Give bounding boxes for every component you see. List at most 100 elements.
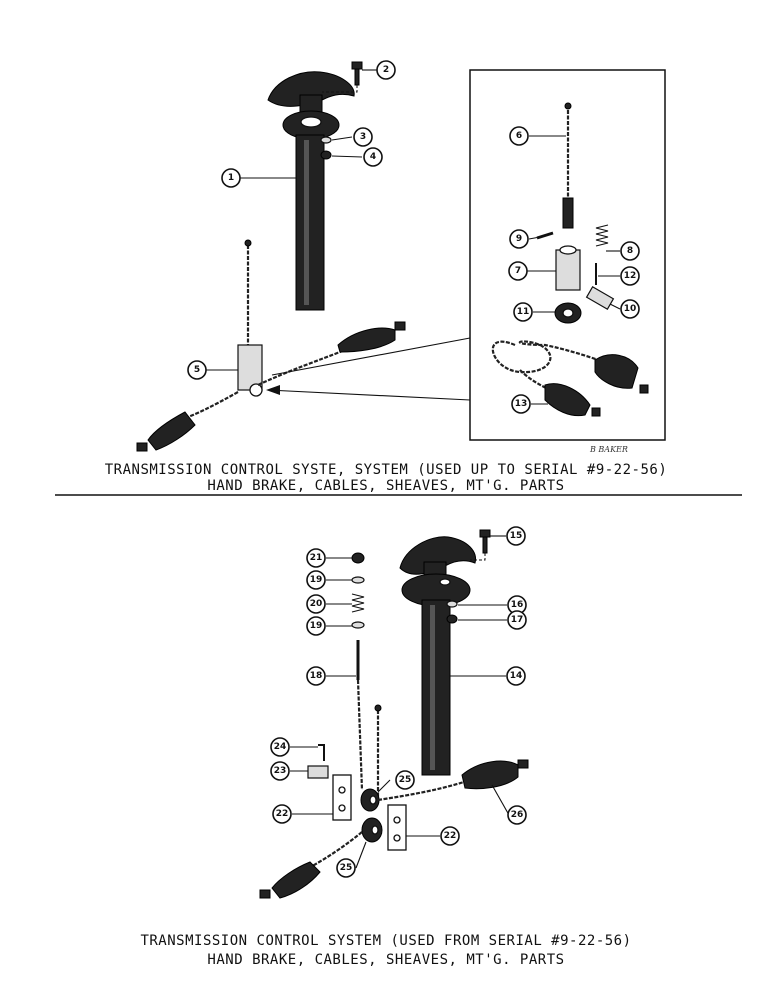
- cable-end-fitting: [461, 760, 519, 790]
- svg-text:2: 2: [383, 65, 389, 75]
- callout-2: 2: [376, 60, 396, 80]
- control-shaft: [421, 599, 451, 776]
- sleeve-23: [307, 765, 329, 779]
- nut-21: [351, 552, 365, 564]
- cable-end-fitting: [271, 861, 321, 899]
- callout-7: 7: [508, 261, 528, 281]
- artist-signature: B BAKER: [589, 445, 628, 454]
- washer-19: [351, 621, 365, 629]
- bracket-22: [387, 804, 407, 851]
- callout-11: 11: [513, 302, 533, 322]
- cable-26: [377, 778, 471, 802]
- callout-19a: 19: [306, 570, 326, 590]
- svg-text:4: 4: [370, 152, 376, 162]
- callout-25b: 25: [336, 858, 356, 878]
- rod-ferrule: [562, 197, 574, 229]
- svg-text:8: 8: [627, 246, 633, 256]
- bottom-hand-brake-assembly: [259, 529, 529, 899]
- svg-text:25: 25: [340, 863, 353, 873]
- washer-19: [351, 576, 365, 584]
- svg-text:3: 3: [360, 132, 366, 142]
- bolt-head: [479, 529, 491, 538]
- callout-22b: 22: [440, 826, 460, 846]
- svg-text:12: 12: [624, 271, 637, 281]
- callout-6: 6: [509, 126, 529, 146]
- svg-text:1: 1: [228, 173, 234, 183]
- callout-3: 3: [353, 127, 373, 147]
- callout-26: 26: [507, 805, 527, 825]
- svg-text:9: 9: [516, 234, 522, 244]
- clevis: [237, 344, 263, 391]
- svg-text:21: 21: [310, 553, 323, 563]
- nut: [320, 150, 332, 160]
- callout-20: 20: [306, 594, 326, 614]
- callout-12: 12: [620, 266, 640, 286]
- bottom-leader-lines: [290, 535, 510, 869]
- svg-text:13: 13: [515, 399, 528, 409]
- callout-10: 10: [620, 299, 640, 319]
- svg-text:23: 23: [274, 766, 287, 776]
- svg-text:19: 19: [310, 621, 323, 631]
- handle-hub: [299, 94, 323, 114]
- bracket-22: [332, 774, 352, 821]
- svg-text:24: 24: [274, 742, 287, 752]
- svg-text:15: 15: [510, 531, 523, 541]
- detail-inset-box: [266, 69, 666, 441]
- top-hand-brake-assembly: [136, 61, 406, 452]
- svg-text:18: 18: [310, 671, 323, 681]
- cable-end-fitting: [337, 327, 396, 353]
- cable-end-fitting: [544, 383, 591, 417]
- washer: [446, 600, 458, 608]
- callout-25a: 25: [395, 770, 415, 790]
- svg-text:17: 17: [511, 615, 524, 625]
- callout-19b: 19: [306, 616, 326, 636]
- svg-text:10: 10: [624, 304, 637, 314]
- sleeve: [585, 285, 615, 311]
- callout-13: 13: [511, 394, 531, 414]
- svg-text:19: 19: [310, 575, 323, 585]
- bolt-shank: [482, 536, 488, 554]
- cable-right: [257, 348, 346, 386]
- spring-20: [351, 593, 365, 613]
- cable-end-fitting: [594, 354, 639, 389]
- cable-left: [179, 391, 239, 422]
- washer: [320, 136, 332, 144]
- callout-5: 5: [187, 360, 207, 380]
- top-caption-line1: TRANSMISSION CONTROL SYSTE, SYSTEM (USED…: [104, 462, 668, 478]
- callout-9: 9: [509, 229, 529, 249]
- svg-text:20: 20: [310, 599, 323, 609]
- bolt-shank: [354, 68, 360, 86]
- top-leader-lines: [206, 69, 621, 405]
- callout-22a: 22: [272, 804, 292, 824]
- svg-text:11: 11: [517, 307, 530, 317]
- detail-clevis: [555, 249, 581, 291]
- svg-text:22: 22: [444, 831, 457, 841]
- nut: [446, 614, 458, 624]
- callout-4: 4: [363, 147, 383, 167]
- svg-text:14: 14: [510, 671, 523, 681]
- callout-8: 8: [620, 241, 640, 261]
- callout-15: 15: [506, 526, 526, 546]
- sheave: [249, 383, 263, 397]
- control-shaft: [295, 134, 325, 311]
- svg-text:5: 5: [194, 365, 200, 375]
- callout-23: 23: [270, 761, 290, 781]
- rod-18: [356, 679, 364, 791]
- svg-text:26: 26: [511, 810, 524, 820]
- callout-1: 1: [221, 168, 241, 188]
- cable-end-fitting: [147, 411, 196, 451]
- callout-17: 17: [507, 610, 527, 630]
- callout-14: 14: [506, 666, 526, 686]
- bottom-caption-line1: TRANSMISSION CONTROL SYSTEM (USED FROM S…: [140, 933, 632, 949]
- callout-24: 24: [270, 737, 290, 757]
- bottom-caption-line2: HAND BRAKE, CABLES, SHEAVES, MT'G. PARTS: [207, 952, 565, 968]
- bolt-head: [351, 61, 363, 70]
- callout-21: 21: [306, 548, 326, 568]
- top-caption-line2: HAND BRAKE, CABLES, SHEAVES, MT'G. PARTS: [207, 478, 565, 494]
- svg-text:6: 6: [516, 131, 522, 141]
- svg-text:25: 25: [399, 775, 412, 785]
- svg-text:7: 7: [515, 266, 521, 276]
- svg-text:22: 22: [276, 809, 289, 819]
- pin-24: [318, 744, 325, 761]
